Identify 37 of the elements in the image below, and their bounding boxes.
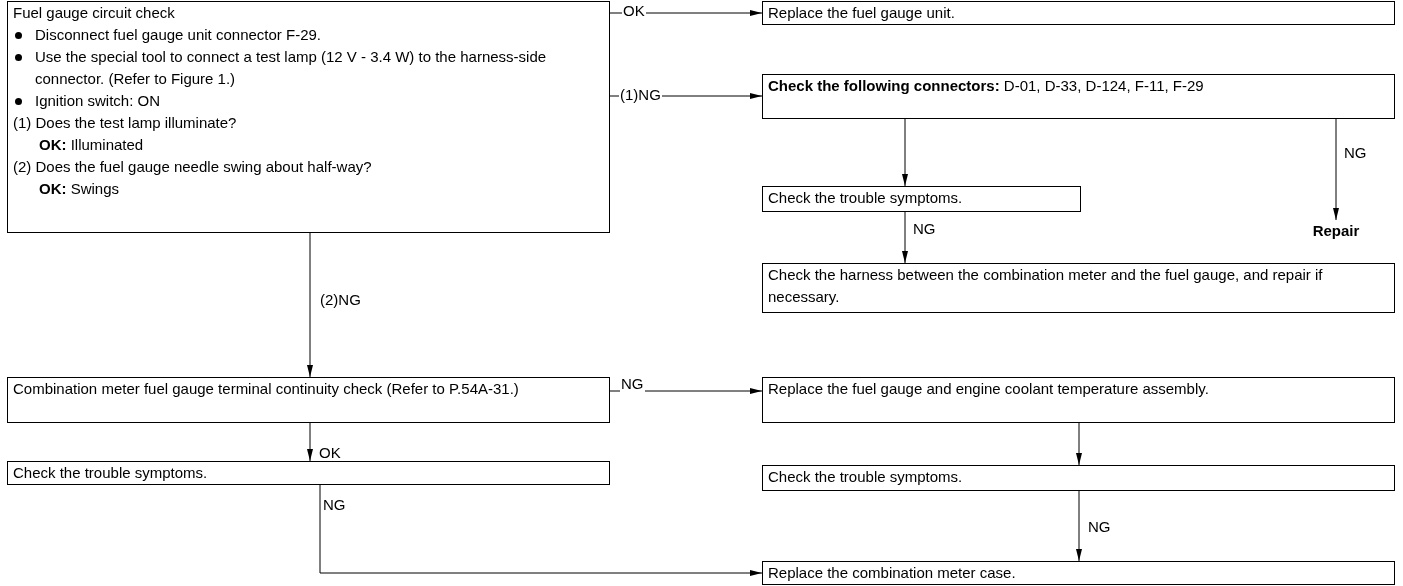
process-box bbox=[762, 186, 1081, 212]
step-text: OK: Illuminated bbox=[39, 135, 144, 155]
arrow bbox=[1076, 490, 1082, 562]
arrow bbox=[1333, 118, 1339, 221]
process-box bbox=[762, 561, 1395, 585]
step-text: Check the harness between the combination meter and the fuel gauge, and repair if necessary. bbox=[768, 265, 1324, 307]
process-box bbox=[762, 377, 1395, 423]
arrow bbox=[1076, 422, 1082, 466]
process-box bbox=[762, 74, 1395, 119]
process-box bbox=[762, 465, 1395, 491]
process-box bbox=[762, 1, 1395, 25]
step-text: Check the following connectors: D-01, D-33, D-124, F-11, F-29 bbox=[768, 76, 1204, 96]
process-box bbox=[7, 377, 610, 423]
step-text: Check the trouble symptoms. bbox=[768, 188, 963, 208]
step-text: Replace the fuel gauge and engine coolant temperature assembly. bbox=[768, 379, 1209, 399]
step-text: (2) Does the fuel gauge needle swing about half-way? bbox=[13, 157, 372, 177]
process-box bbox=[7, 461, 610, 485]
process-box bbox=[762, 263, 1395, 313]
arrow bbox=[307, 422, 313, 462]
step-text: (1) Does the test lamp illuminate? bbox=[13, 113, 237, 133]
step-text: Replace the combination meter case. bbox=[768, 563, 1016, 583]
step-text: Use the special tool to connect a test lamp (12 V - 3.4 W) to the harness-side connector. (Refer to Figure 1.) bbox=[35, 47, 548, 89]
step-text: Check the trouble symptoms. bbox=[768, 467, 963, 487]
action-text: Repair bbox=[1312, 221, 1360, 241]
arrow bbox=[609, 10, 763, 16]
step-text: Combination meter fuel gauge terminal continuity check (Refer to P.54A-31.) bbox=[13, 379, 519, 399]
step-text: Fuel gauge circuit check bbox=[13, 3, 175, 23]
arrow bbox=[902, 211, 908, 264]
arrow bbox=[307, 232, 313, 378]
step-text: Disconnect fuel gauge unit connector F-29. bbox=[35, 25, 321, 45]
process-box bbox=[7, 1, 610, 233]
step-text: Ignition switch: ON bbox=[35, 91, 161, 111]
arrow bbox=[902, 118, 908, 187]
step-text: OK: Swings bbox=[39, 179, 120, 199]
step-text: Replace the fuel gauge unit. bbox=[768, 3, 955, 23]
arrow bbox=[319, 484, 763, 576]
step-text: Check the trouble symptoms. bbox=[13, 463, 208, 483]
